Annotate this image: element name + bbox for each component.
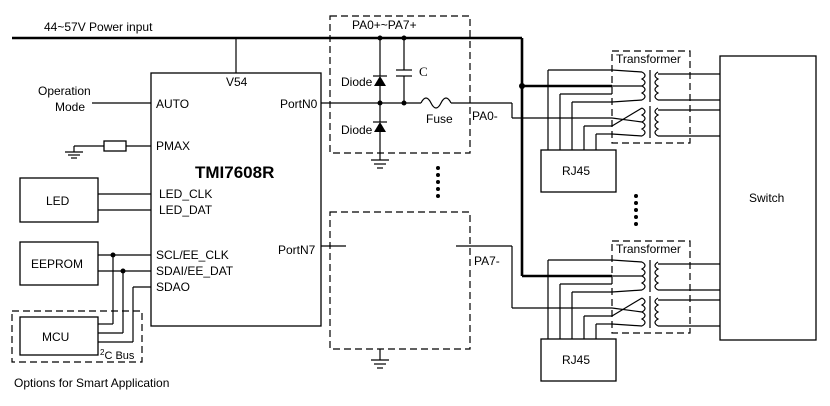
pin-sdai: SDAI/EE_DAT [156, 264, 234, 278]
fuse-label: Fuse [426, 112, 453, 126]
i2c-bus-label: 2C Bus [100, 348, 135, 362]
transformer-bottom: Transformer [611, 240, 720, 334]
pin-sdao: SDAO [156, 280, 190, 294]
rj45-bottom: RJ45 [540, 259, 617, 382]
options-caption: Options for Smart Application [14, 376, 169, 390]
mcu-label: MCU [42, 330, 69, 344]
chip-name: TMI7608R [195, 163, 274, 182]
operation-mode: Operation Mode [38, 84, 151, 114]
protection-title: PA0+~PA7+ [352, 18, 417, 32]
switch-block: Switch [719, 55, 817, 341]
led-label: LED [46, 194, 70, 208]
eeprom-label: EEPROM [31, 257, 83, 271]
pin-port-n7: PortN7 [278, 243, 316, 257]
pin-led-clk: LED_CLK [159, 187, 212, 201]
pin-pmax: PMAX [156, 139, 190, 153]
operation-mode-line1: Operation [38, 84, 91, 98]
pin-auto: AUTO [156, 97, 189, 111]
pin-v54: V54 [226, 75, 248, 89]
diode-bottom-label: Diode [341, 123, 373, 137]
mcu-block: MCU 2C Bus Options for Smart Application [11, 255, 169, 390]
rj45-top-label: RJ45 [562, 164, 590, 178]
operation-mode-line2: Mode [55, 100, 85, 114]
rj45-top: RJ45 [540, 69, 617, 193]
protection-pa0: PA0+~PA7+ Diode Diode C Fuse PA0- [321, 15, 612, 169]
transformer-bottom-label: Transformer [616, 242, 681, 256]
ports-ellipsis [436, 166, 440, 198]
protection-pa7: PA7- [321, 211, 612, 369]
transformers-ellipsis [634, 194, 638, 226]
power-input-label: 44~57V Power input [44, 20, 153, 34]
pin-port-n0: PortN0 [280, 97, 318, 111]
pa7-label: PA7- [474, 254, 500, 268]
pa0-label: PA0- [472, 109, 498, 123]
pin-scl: SCL/EE_CLK [156, 248, 229, 262]
diode-top-label: Diode [341, 75, 373, 89]
transformer-top: Transformer [611, 50, 720, 144]
pin-led-dat: LED_DAT [159, 203, 213, 217]
cap-label: C [419, 64, 428, 79]
led-block: LED [19, 177, 151, 223]
chip-tmi7608r: V54 TMI7608R AUTO PMAX LED_CLK LED_DAT S… [150, 38, 322, 327]
switch-label: Switch [749, 191, 784, 205]
rj45-bottom-label: RJ45 [562, 353, 590, 367]
pmax-resistor [65, 140, 151, 159]
transformer-top-label: Transformer [616, 52, 681, 66]
power-input: 44~57V Power input [12, 20, 612, 278]
eeprom-block: EEPROM [19, 241, 151, 286]
